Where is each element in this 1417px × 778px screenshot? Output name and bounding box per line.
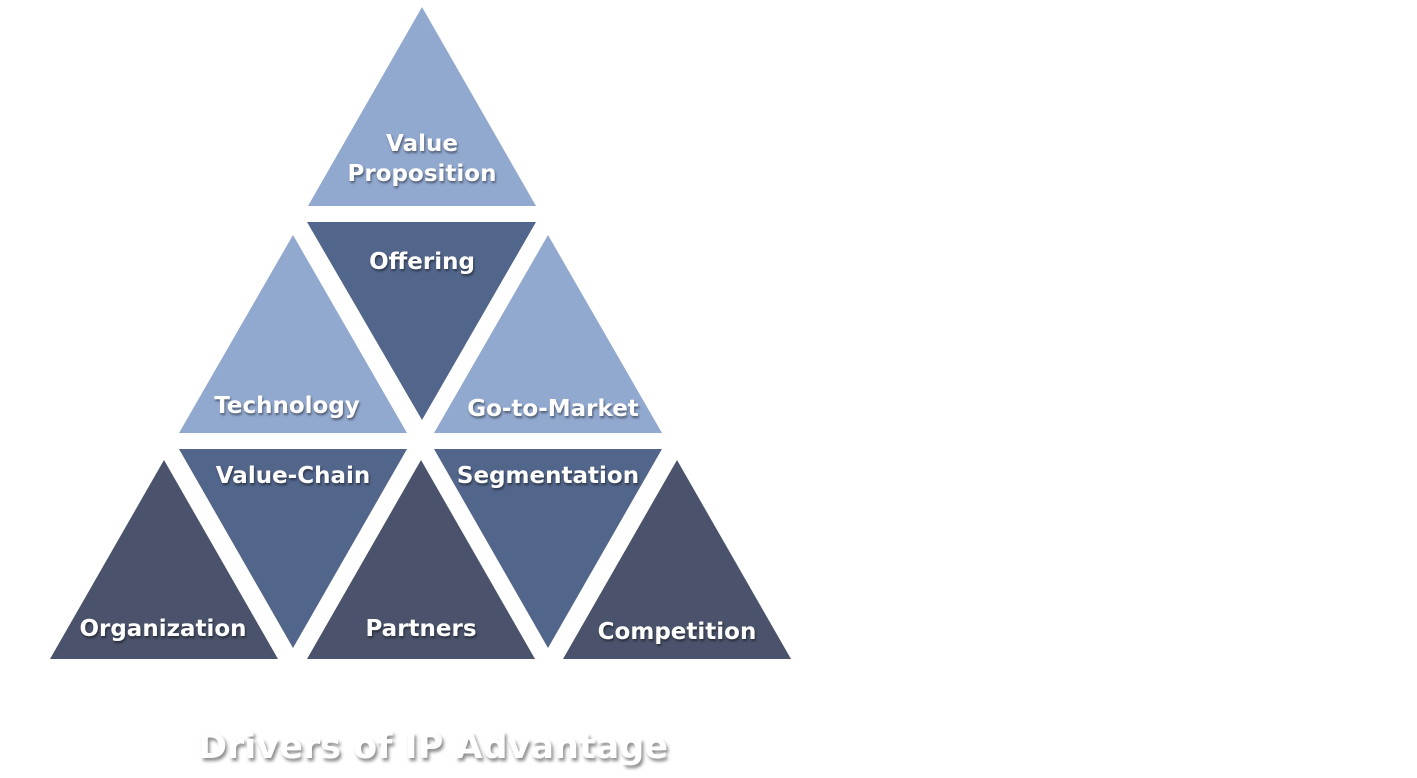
triangle-partners	[307, 460, 535, 659]
label-partners: Partners	[365, 616, 477, 642]
label-value-proposition: Value Proposition	[347, 131, 497, 187]
label-technology: Technology	[214, 393, 360, 419]
label-go-to-market: Go-to-Market	[467, 396, 639, 422]
label-value-chain: Value-Chain	[215, 463, 371, 489]
triangle-organization	[50, 460, 278, 659]
triangle-value-proposition	[308, 7, 536, 206]
triangle-technology	[179, 235, 407, 433]
label-offering: Offering	[369, 249, 475, 275]
label-organization: Organization	[79, 616, 247, 642]
triangle-offering	[307, 222, 536, 420]
triangle-value-chain	[179, 449, 407, 648]
diagram-title: Drivers of IP Advantage	[197, 727, 669, 767]
triangle-go-to-market	[434, 235, 662, 433]
triangle-segmentation	[434, 449, 662, 648]
triangle-competition	[563, 460, 791, 659]
label-segmentation: Segmentation	[456, 463, 640, 489]
label-competition: Competition	[597, 619, 757, 645]
